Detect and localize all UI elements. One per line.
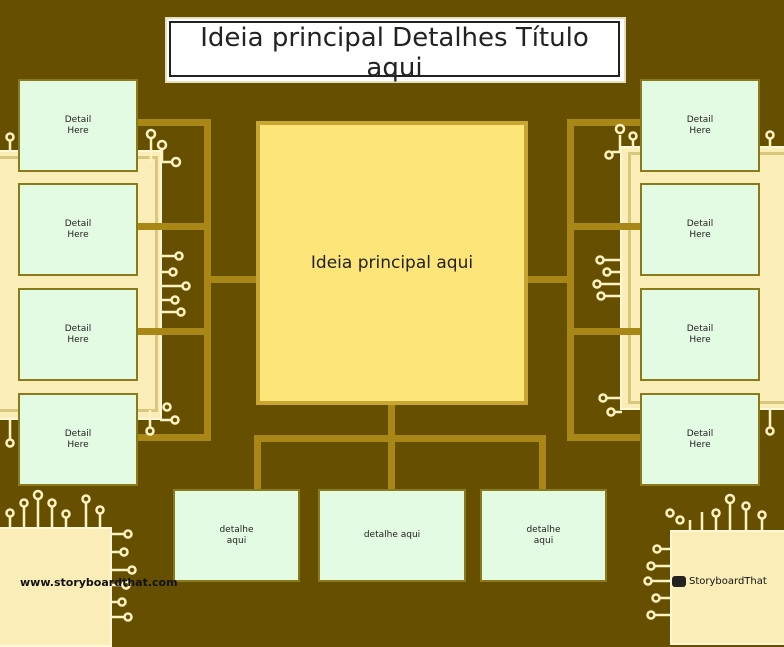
- website-watermark: www.storyboardthat.com: [20, 576, 178, 589]
- right-bus-vertical: [567, 119, 574, 441]
- right-bus-row3: [567, 328, 641, 335]
- main-idea-box[interactable]: Ideia principal aqui: [256, 121, 528, 405]
- bottom-drop-right: [539, 435, 546, 490]
- bottom-drop-left: [254, 435, 261, 490]
- right-detail-box-1[interactable]: Detail Here: [640, 79, 760, 172]
- left-detail-box-4[interactable]: Detail Here: [18, 393, 138, 486]
- page-title[interactable]: Ideia principal Detalhes Título aqui: [169, 21, 620, 83]
- left-bus-row2: [137, 223, 211, 230]
- main-to-right: [528, 276, 570, 283]
- bottom-detail-box-3[interactable]: detalhe aqui: [480, 489, 607, 582]
- title-frame: Ideia principal Detalhes Título aqui: [163, 17, 628, 83]
- bottom-detail-box-2[interactable]: detalhe aqui: [318, 489, 466, 582]
- main-to-bottom-stem: [388, 405, 395, 439]
- speech-bubble-icon: [672, 576, 686, 587]
- left-to-main: [204, 276, 256, 283]
- bottom-bus: [254, 435, 546, 442]
- brand-name: StoryboardThat: [689, 576, 767, 587]
- left-bus-bottom: [137, 434, 211, 441]
- left-bus-row3: [137, 328, 211, 335]
- right-detail-box-2[interactable]: Detail Here: [640, 183, 760, 276]
- right-bus-row2: [567, 223, 641, 230]
- brand-logo: StoryboardThat: [672, 576, 767, 587]
- left-detail-box-2[interactable]: Detail Here: [18, 183, 138, 276]
- right-bus-top: [567, 119, 641, 126]
- bottom-drop-middle: [388, 435, 395, 490]
- right-detail-box-4[interactable]: Detail Here: [640, 393, 760, 486]
- left-detail-box-1[interactable]: Detail Here: [18, 79, 138, 172]
- bottom-detail-box-1[interactable]: detalhe aqui: [173, 489, 300, 582]
- left-detail-box-3[interactable]: Detail Here: [18, 288, 138, 381]
- right-bus-bottom: [567, 434, 641, 441]
- left-bus-top: [137, 119, 211, 126]
- right-detail-box-3[interactable]: Detail Here: [640, 288, 760, 381]
